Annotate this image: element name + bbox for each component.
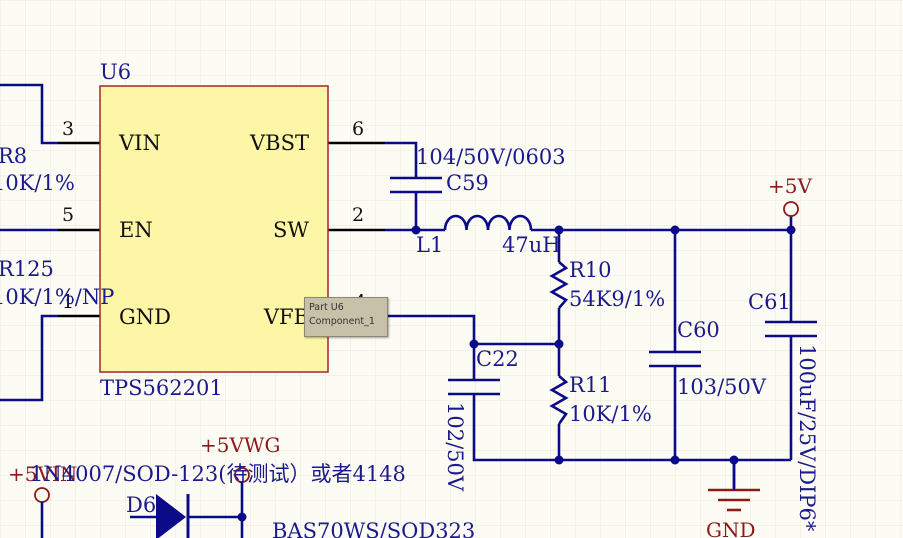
junction-dots	[237, 225, 796, 522]
r125-designator: R125	[0, 257, 54, 281]
c60-designator: C60	[677, 318, 720, 342]
u6-body[interactable]	[99, 85, 329, 373]
u6-designator: U6	[100, 60, 131, 84]
u6-part-number: TPS562201	[100, 376, 223, 400]
c59-designator: C59	[446, 171, 489, 195]
p5v-label: +5V	[768, 174, 812, 198]
pin-en-name: EN	[119, 218, 153, 242]
c59-value: 104/50V/0603	[416, 145, 566, 169]
r125-value: 10K/1%/NP	[0, 285, 114, 309]
r8-value: 10K/1%	[0, 171, 75, 195]
r10-designator: R10	[569, 258, 612, 282]
pin-vbst-number: 6	[352, 118, 364, 140]
p5vwg-label: +5VWG	[200, 433, 280, 457]
l1-value: 47uH	[502, 233, 561, 257]
pin-vbst-name: VBST	[249, 131, 309, 155]
l1-inductor[interactable]	[443, 214, 533, 231]
c61-capacitor[interactable]	[765, 320, 817, 338]
tooltip-line-part: Part U6	[309, 302, 344, 313]
c59-capacitor[interactable]	[390, 176, 442, 194]
bottom-wires	[40, 482, 244, 538]
c22-value: 102/50V	[443, 402, 467, 492]
c60-capacitor[interactable]	[649, 350, 701, 368]
pin-vfb-name: VFB	[263, 305, 309, 329]
r8-designator: R8	[0, 144, 27, 168]
bas70-value: BAS70WS/SOD323	[272, 519, 475, 538]
d6-diode[interactable]	[156, 494, 190, 538]
c61-designator: C61	[748, 290, 791, 314]
c61-value: 100uF/25V/DIP6*	[795, 344, 819, 532]
p5vin-label: +5VIN	[8, 462, 77, 486]
tooltip-line-component: Component_1	[309, 316, 375, 327]
left-wires	[0, 83, 58, 402]
gnd-label: GND	[706, 518, 756, 538]
d6-value: 1N4007/SOD-123(待测试）或者4148	[30, 462, 406, 486]
r11-resistor[interactable]	[549, 375, 569, 425]
output-wires	[385, 141, 793, 488]
pin-gnd-number: 1	[62, 291, 74, 313]
r11-designator: R11	[569, 373, 612, 397]
d6-designator: D6	[126, 493, 156, 517]
pin-gnd-name: GND	[119, 305, 171, 329]
pin-vin-name: VIN	[118, 131, 161, 155]
pin-sw-name: SW	[273, 218, 309, 242]
p5v-port-circle[interactable]	[783, 201, 799, 217]
pin-en-number: 5	[62, 204, 74, 226]
c22-capacitor[interactable]	[448, 378, 500, 396]
c60-value: 103/50V	[677, 375, 767, 399]
r11-value: 10K/1%	[569, 402, 652, 426]
l1-designator: L1	[416, 233, 443, 257]
r10-resistor[interactable]	[549, 261, 569, 309]
part-tooltip: Part U6 Component_1	[304, 297, 388, 337]
r10-value: 54K9/1%	[569, 287, 665, 311]
pin-vin-number: 3	[62, 118, 74, 140]
c22-designator: C22	[476, 347, 519, 371]
pin-sw-number: 2	[352, 204, 364, 226]
